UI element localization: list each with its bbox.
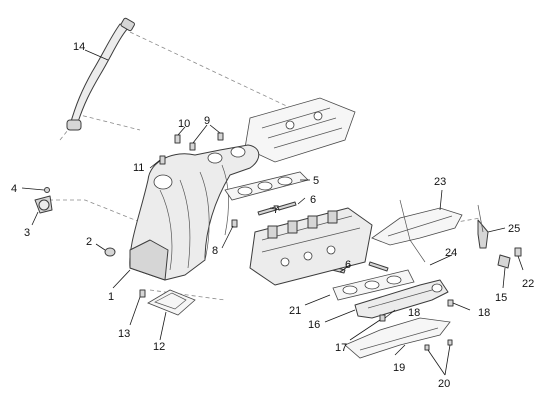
upper-heat-shield: [371, 199, 463, 263]
valve-cover: [244, 97, 356, 163]
callout-16: 16: [308, 319, 320, 331]
callout-3: 3: [24, 227, 30, 239]
callout-6a: 6: [310, 194, 316, 206]
callout-6b: 6: [345, 259, 351, 271]
breather-hose: [66, 17, 135, 131]
sensor-unit: [34, 195, 53, 214]
callout-13: 13: [118, 328, 130, 340]
callout-22: 22: [522, 278, 534, 290]
callout-8: 8: [212, 245, 218, 257]
callout-1: 1: [108, 291, 114, 303]
callout-17: 17: [335, 342, 347, 354]
callout-7: 7: [273, 204, 279, 216]
intake-manifold: [129, 144, 260, 281]
callout-23: 23: [434, 176, 446, 188]
flange-gasket: [147, 289, 196, 316]
callout-20: 20: [438, 378, 450, 390]
studs: [257, 201, 389, 274]
fasteners: [44, 132, 454, 351]
callout-21: 21: [289, 305, 301, 317]
callout-15: 15: [495, 292, 507, 304]
callout-5: 5: [313, 175, 319, 187]
screw-22: [514, 247, 522, 257]
callout-19: 19: [393, 362, 405, 374]
callout-14: 14: [73, 41, 85, 53]
callout-10: 10: [178, 118, 190, 130]
exhaust-gasket: [332, 269, 415, 301]
callout-24: 24: [445, 247, 457, 259]
callout-18a: 18: [408, 307, 420, 319]
callout-12: 12: [153, 341, 165, 353]
cylinder-head: [249, 207, 373, 286]
lambda-sensor: [477, 204, 489, 249]
callout-25: 25: [508, 223, 520, 235]
callout-labels: 14 10 9 11 4 3 2 1 13 12 5 6 7 8 6 21 16…: [11, 41, 534, 390]
callout-18b: 18: [478, 307, 490, 319]
clip: [497, 254, 511, 269]
leader-lines: [21, 49, 524, 376]
exhaust-manifold: [354, 279, 449, 319]
callout-9: 9: [204, 115, 210, 127]
callout-4: 4: [11, 183, 17, 195]
callout-11: 11: [133, 162, 144, 174]
callout-2: 2: [86, 236, 92, 248]
lower-heat-shield: [344, 317, 451, 359]
intake-gasket: [224, 171, 309, 201]
